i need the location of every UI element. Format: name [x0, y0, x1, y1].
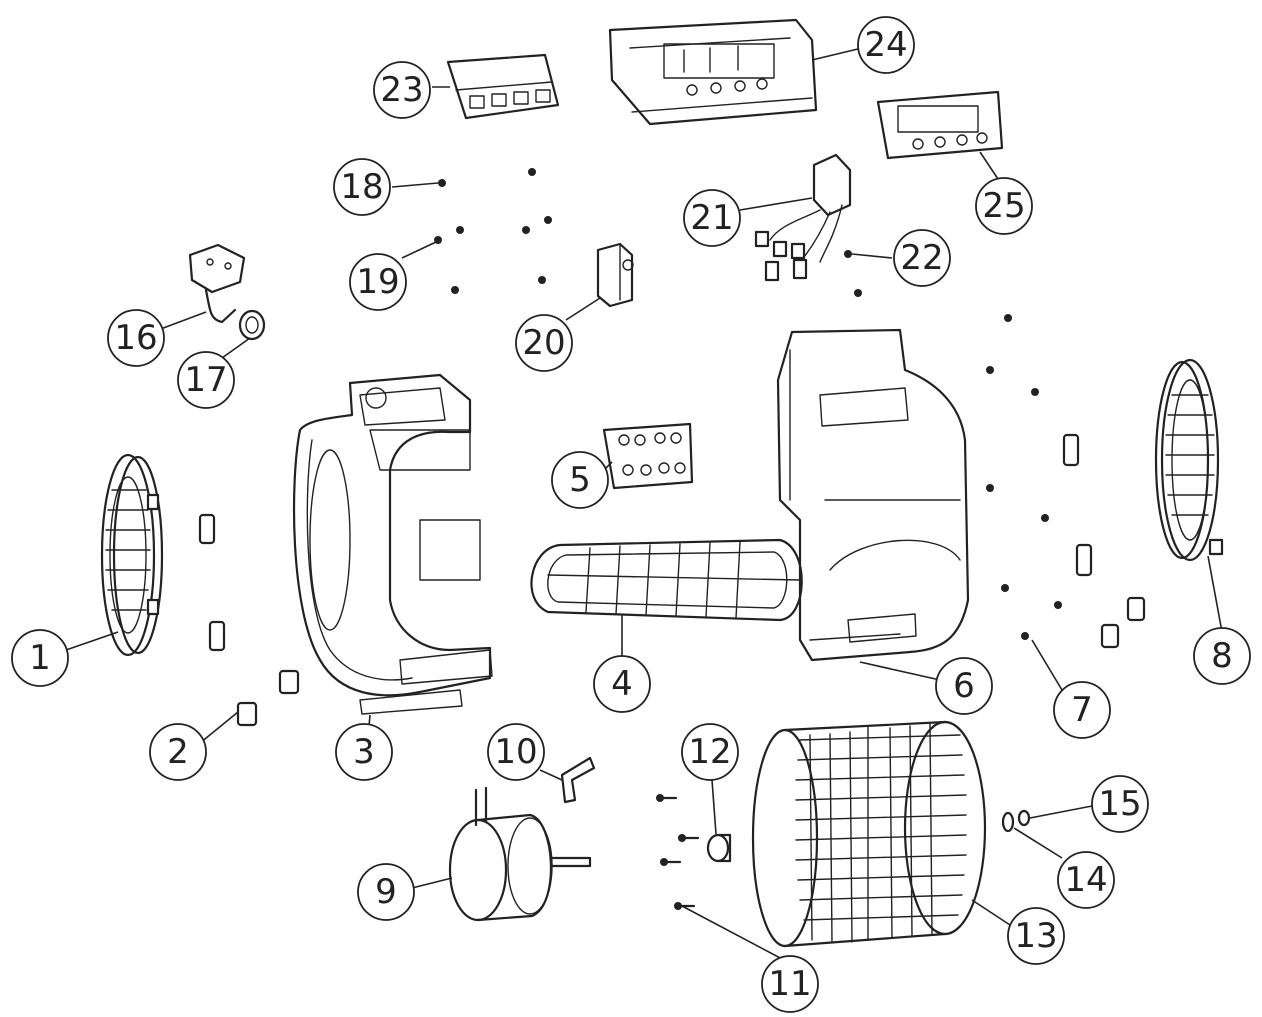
- callout-10-label: 10: [494, 732, 537, 772]
- callout-4-label: 4: [611, 664, 633, 704]
- callout-3-label: 3: [353, 732, 375, 772]
- callout-9-label: 9: [375, 872, 397, 912]
- part-wiring-harness: [754, 153, 852, 282]
- part-power-cord: [188, 243, 266, 341]
- callout-14: 14: [1057, 851, 1115, 909]
- callout-6: 6: [935, 657, 993, 715]
- callout-21-label: 21: [690, 198, 733, 238]
- part-bracket: [560, 756, 596, 804]
- callout-25-label: 25: [982, 186, 1025, 226]
- callout-25: 25: [975, 177, 1033, 235]
- callout-13-label: 13: [1014, 916, 1057, 956]
- part-control-board: [602, 422, 694, 490]
- callout-7-label: 7: [1071, 690, 1093, 730]
- callout-23: 23: [373, 61, 431, 119]
- callout-9: 9: [357, 863, 415, 921]
- callout-20: 20: [515, 314, 573, 372]
- callout-11: 11: [761, 955, 819, 1013]
- callout-5-label: 5: [569, 460, 591, 500]
- callout-11-label: 11: [768, 964, 811, 1004]
- callout-15-label: 15: [1098, 784, 1141, 824]
- callout-4: 4: [593, 655, 651, 713]
- callout-5: 5: [551, 451, 609, 509]
- callout-21: 21: [683, 189, 741, 247]
- callout-2-label: 2: [167, 732, 189, 772]
- callout-17: 17: [177, 351, 235, 409]
- part-blower-wheel: [751, 720, 987, 948]
- part-screws-top: [434, 168, 552, 294]
- callout-19: 19: [349, 253, 407, 311]
- callout-24: 24: [857, 16, 915, 74]
- callout-12-label: 12: [688, 732, 731, 772]
- part-hub: [706, 833, 732, 863]
- callout-24-label: 24: [864, 25, 907, 65]
- part-display-label: [876, 90, 1004, 160]
- part-control-panel-small: [446, 53, 560, 120]
- callout-10: 10: [487, 723, 545, 781]
- callout-2: 2: [149, 723, 207, 781]
- callout-18-label: 18: [340, 167, 383, 207]
- callout-13: 13: [1007, 907, 1065, 965]
- callout-6-label: 6: [953, 666, 975, 706]
- part-right-housing: [776, 328, 970, 662]
- callout-3: 3: [335, 723, 393, 781]
- part-screws-right: [854, 289, 1146, 649]
- callout-23-label: 23: [380, 70, 423, 110]
- callout-22: 22: [893, 229, 951, 287]
- leader-lines: [65, 47, 1223, 961]
- part-left-housing: [292, 373, 493, 715]
- callout-1: 1: [11, 629, 69, 687]
- part-feet: [198, 513, 300, 727]
- part-screws-motor: [656, 794, 700, 910]
- callout-14-label: 14: [1064, 860, 1107, 900]
- part-motor: [448, 786, 592, 922]
- callout-8: 8: [1193, 627, 1251, 685]
- callout-16-label: 16: [114, 318, 157, 358]
- callout-15: 15: [1091, 775, 1149, 833]
- part-display-cover: [608, 18, 818, 126]
- callout-12: 12: [681, 723, 739, 781]
- callout-17-label: 17: [184, 360, 227, 400]
- callout-16: 16: [107, 309, 165, 367]
- callout-20-label: 20: [522, 323, 565, 363]
- callout-7: 7: [1053, 681, 1111, 739]
- part-switch-box: [596, 242, 634, 308]
- callout-19-label: 19: [356, 262, 399, 302]
- callout-8-label: 8: [1211, 636, 1233, 676]
- callout-18: 18: [333, 158, 391, 216]
- callout-1-label: 1: [29, 638, 51, 678]
- part-washer-nut: [1001, 809, 1031, 833]
- callout-22-label: 22: [900, 238, 943, 278]
- part-filter-cage: [530, 538, 803, 622]
- part-left-grille: [100, 453, 164, 657]
- part-right-grille: [1154, 358, 1224, 562]
